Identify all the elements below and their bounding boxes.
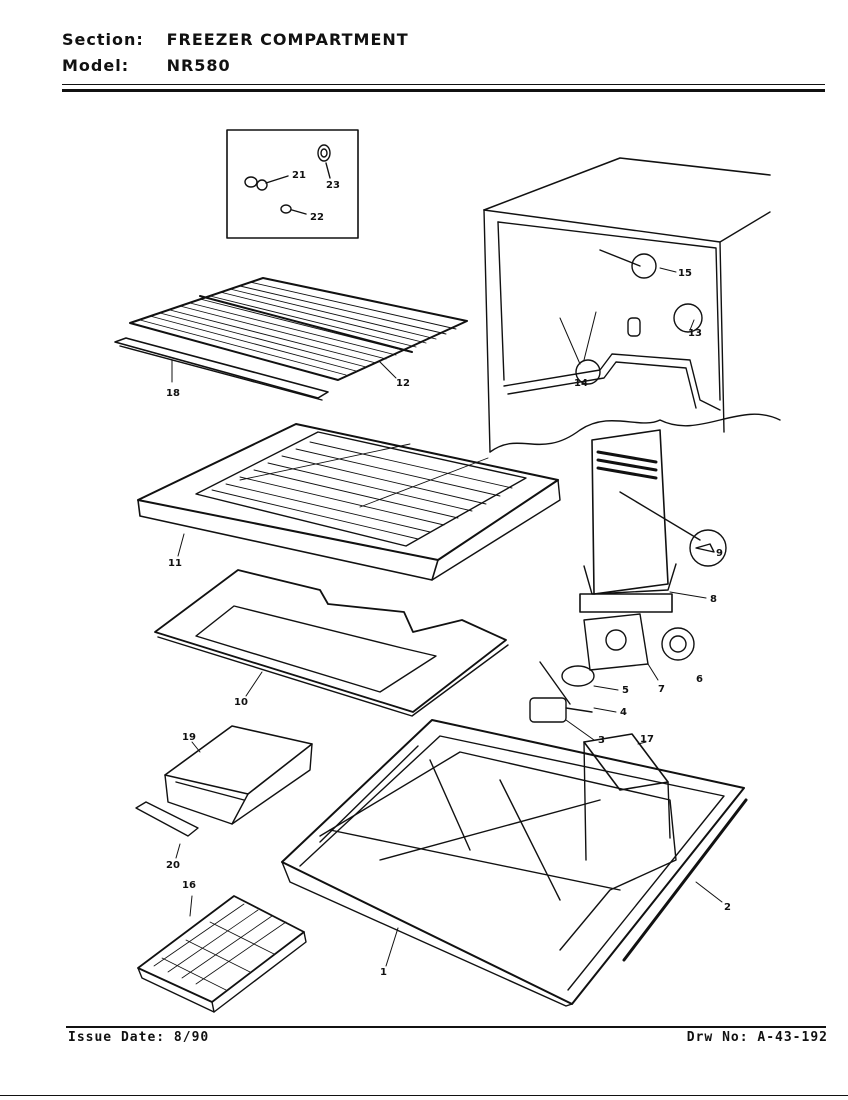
model-line: Model: NR580 [62,56,231,75]
drawing-number: Drw No: A-43-192 [686,1030,828,1045]
shelf-trim [114,337,329,401]
section-value: FREEZER COMPARTMENT [166,30,409,49]
air-duct [579,429,727,613]
bottom-rule [0,1095,848,1096]
callout-labels: 1 2 3 4 5 6 7 8 9 10 11 12 13 14 15 16 1… [166,170,731,978]
callout-13: 13 [688,328,702,339]
callout-6: 6 [696,674,703,685]
section-label: Section: [62,30,144,49]
callout-14: 14 [574,378,588,389]
cabinet-liner [483,157,781,453]
callout-15: 15 [678,268,692,279]
ice-bin [164,725,313,825]
model-value: NR580 [166,56,231,75]
callout-21: 21 [292,170,306,181]
cover-panel [154,569,509,717]
callout-3: 3 [598,735,605,746]
evaporator-cover [583,733,671,861]
callout-23: 23 [326,180,340,191]
callout-17: 17 [640,734,654,745]
fan-motor-bracket [583,613,695,671]
callout-11: 11 [168,558,182,569]
model-label: Model: [62,56,130,75]
callout-2: 2 [724,902,731,913]
callout-9: 9 [716,548,723,559]
fan-motor-assembly [529,661,595,723]
header-rule-thick [62,89,825,92]
freezer-floor-liner [281,719,748,1007]
leader-lines [171,267,723,967]
callout-19: 19 [182,732,196,743]
callout-8: 8 [710,594,717,605]
callout-18: 18 [166,388,180,399]
callout-5: 5 [622,685,629,696]
callout-1: 1 [380,967,387,978]
callout-4: 4 [620,707,627,718]
issue-date: Issue Date: 8/90 [68,1030,210,1045]
bin-front [135,801,199,837]
hardware-inset [226,129,359,239]
freezer-shelf [137,423,561,581]
ice-tray [137,895,307,1013]
footer-rule [66,1026,826,1028]
callout-10: 10 [234,697,248,708]
callout-22: 22 [310,212,324,223]
section-line: Section: FREEZER COMPARTMENT [62,30,409,49]
callout-12: 12 [396,378,410,389]
callout-20: 20 [166,860,180,871]
header-rule-thin [62,84,825,85]
callout-7: 7 [658,684,665,695]
callout-16: 16 [182,880,196,891]
wire-shelf [129,277,468,381]
